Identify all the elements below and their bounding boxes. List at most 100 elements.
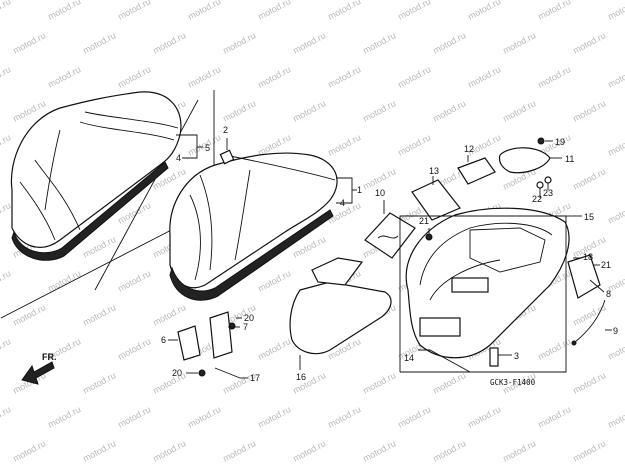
watermark-text: motod.ru xyxy=(501,30,537,56)
watermark-text: motod.ru xyxy=(256,0,292,22)
watermark-text: motod.ru xyxy=(571,370,607,396)
watermark-text: motod.ru xyxy=(606,200,625,226)
watermark-text: motod.ru xyxy=(606,132,625,158)
watermark-text: motod.ru xyxy=(361,98,397,124)
watermark-text: motod.ru xyxy=(256,404,292,430)
watermark-text: motod.ru xyxy=(0,64,12,90)
watermark-text: motod.ru xyxy=(396,404,432,430)
watermark-text: motod.ru xyxy=(116,336,152,362)
watermark-text: motod.ru xyxy=(116,0,152,22)
callout-6: 6 xyxy=(161,335,166,345)
callout-7: 7 xyxy=(243,322,248,332)
callout-17: 17 xyxy=(250,373,260,383)
watermark-text: motod.ru xyxy=(81,234,117,260)
watermark-text: motod.ru xyxy=(466,0,502,22)
watermark-text: motod.ru xyxy=(81,438,117,464)
watermark-text: motod.ru xyxy=(466,404,502,430)
watermark-text: motod.ru xyxy=(291,438,327,464)
watermark-text: motod.ru xyxy=(501,438,537,464)
watermark-text: motod.ru xyxy=(606,336,625,362)
part-15-luggage-box xyxy=(399,207,582,373)
direction-arrow: FR. xyxy=(21,352,57,385)
watermark-text: motod.ru xyxy=(0,200,12,226)
callout-18: 18 xyxy=(583,252,593,262)
callout-14: 14 xyxy=(404,353,414,363)
watermark-text: motod.ru xyxy=(326,64,362,90)
watermark-text: motod.ru xyxy=(361,438,397,464)
watermark-text: motod.ru xyxy=(256,336,292,362)
watermark-text: motod.ru xyxy=(81,30,117,56)
watermark-text: motod.ru xyxy=(361,30,397,56)
watermark-text: motod.ru xyxy=(326,0,362,22)
part-9-cable xyxy=(571,299,612,346)
watermark-text: motod.ru xyxy=(46,0,82,22)
watermark-text: motod.ru xyxy=(116,268,152,294)
part-17-bolt xyxy=(214,367,248,379)
callout-4-right: 4 xyxy=(340,198,345,208)
callout-5: 5 xyxy=(205,143,210,153)
watermark-text: motod.ru xyxy=(11,30,47,56)
callout-2: 2 xyxy=(223,125,228,135)
callout-23: 23 xyxy=(543,188,553,198)
watermark-text: motod.ru xyxy=(431,438,467,464)
callout-16: 16 xyxy=(296,372,306,382)
part-10-decal xyxy=(364,200,416,259)
watermark-text: motod.ru xyxy=(431,30,467,56)
watermark-text: motod.ru xyxy=(81,302,117,328)
part-16-mat xyxy=(289,257,392,370)
watermark-text: motod.ru xyxy=(396,132,432,158)
callout-9: 9 xyxy=(613,326,618,336)
part-12-lock xyxy=(457,155,496,185)
watermark-text: motod.ru xyxy=(606,0,625,22)
part-8-latch xyxy=(567,254,605,299)
callout-21-left: 21 xyxy=(419,216,429,226)
part-14-leader xyxy=(418,349,471,373)
watermark-text: motod.ru xyxy=(0,268,12,294)
seat-leaders xyxy=(176,134,357,204)
watermark-text: motod.ru xyxy=(46,268,82,294)
watermark-text: motod.ru xyxy=(571,302,607,328)
callout-8: 8 xyxy=(606,289,611,299)
callout-22: 22 xyxy=(532,194,542,204)
watermark-text: motod.ru xyxy=(571,438,607,464)
callout-4-left: 4 xyxy=(176,153,181,163)
part-11-cover xyxy=(498,147,562,174)
watermark-text: motod.ru xyxy=(361,370,397,396)
watermark-text: motod.ru xyxy=(186,0,222,22)
callout-21-right: 21 xyxy=(601,260,611,270)
watermark-text: motod.ru xyxy=(0,336,12,362)
callout-numbers: 5 4 2 1 4 10 13 12 19 11 23 22 15 21 18 … xyxy=(161,125,618,383)
callout-1: 1 xyxy=(357,185,362,195)
watermark-text: motod.ru xyxy=(186,404,222,430)
watermark-text: motod.ru xyxy=(151,438,187,464)
watermark-text: motod.ru xyxy=(536,0,572,22)
seat-left xyxy=(10,91,182,261)
callout-11: 11 xyxy=(565,154,574,164)
watermark-text: motod.ru xyxy=(396,64,432,90)
watermark-text: motod.ru xyxy=(291,30,327,56)
callout-10: 10 xyxy=(375,188,385,198)
watermark-text: motod.ru xyxy=(11,302,47,328)
callout-20-lower: 20 xyxy=(172,368,182,378)
watermark-text: motod.ru xyxy=(256,64,292,90)
direction-label: FR. xyxy=(42,352,57,362)
part-13-cover xyxy=(411,176,461,221)
watermark-text: motod.ru xyxy=(151,302,187,328)
watermark-text: motod.ru xyxy=(46,404,82,430)
watermark-text: motod.ru xyxy=(151,30,187,56)
part-7-bracket xyxy=(209,311,240,359)
watermark-text: motod.ru xyxy=(606,404,625,430)
callout-12: 12 xyxy=(464,144,474,154)
watermark-text: motod.ru xyxy=(536,64,572,90)
watermark-text: motod.ru xyxy=(256,268,292,294)
callout-3: 3 xyxy=(514,351,519,361)
watermark-text: motod.ru xyxy=(11,438,47,464)
watermark-text: motod.ru xyxy=(536,404,572,430)
watermark-text: motod.ru xyxy=(186,64,222,90)
watermark-text: motod.ru xyxy=(326,132,362,158)
callout-13: 13 xyxy=(429,166,439,176)
watermark-text: motod.ru xyxy=(81,370,117,396)
watermark-text: motod.ru xyxy=(431,370,467,396)
diagram-code: GCK3-F1400 xyxy=(490,378,536,387)
